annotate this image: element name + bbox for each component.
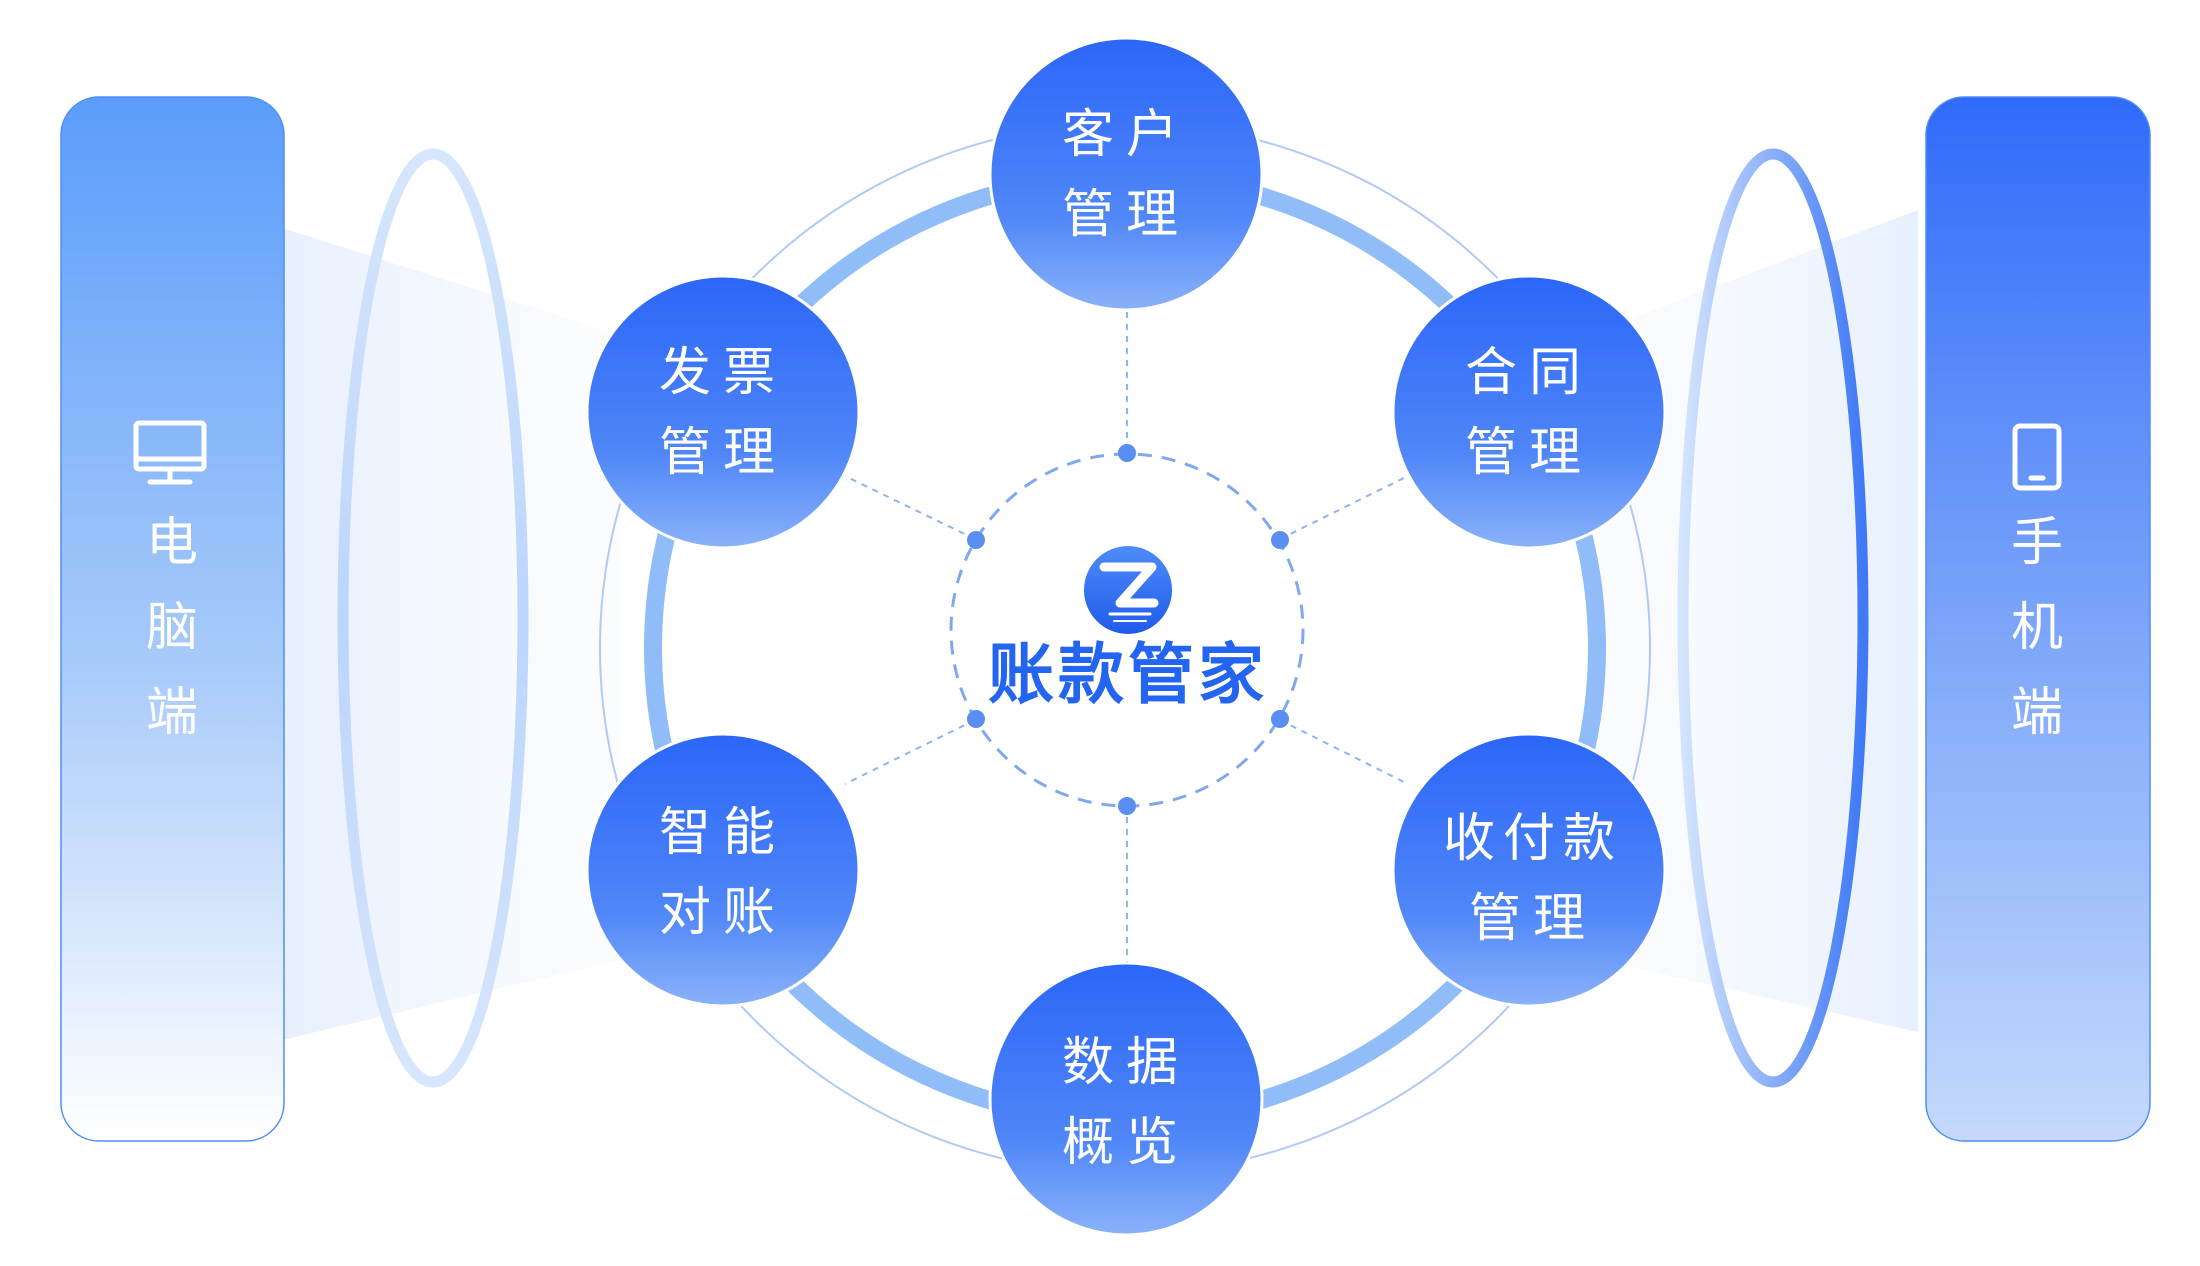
right-beam bbox=[1600, 210, 1918, 1032]
module-contract[interactable]: 合同 管理 bbox=[1391, 274, 1667, 550]
module-reconciliation[interactable]: 智能 对账 bbox=[585, 732, 861, 1008]
left-panel-char-2: 脑 bbox=[146, 598, 198, 658]
module-payment[interactable]: 收付款 管理 bbox=[1391, 732, 1667, 1008]
module-label-line2: 管理 bbox=[1465, 423, 1593, 483]
module-data-overview[interactable]: 数据 概览 bbox=[988, 961, 1264, 1237]
right-panel-char-3: 端 bbox=[2011, 683, 2063, 743]
module-customer[interactable]: 客户 管理 bbox=[988, 36, 1264, 312]
left-ring-ellipse bbox=[337, 148, 529, 1088]
right-panel[interactable] bbox=[1925, 96, 2151, 1142]
module-label-line1: 数据 bbox=[1062, 1033, 1190, 1093]
monitor-icon bbox=[133, 420, 207, 485]
module-label-line1: 智能 bbox=[659, 803, 787, 863]
module-label-line2: 管理 bbox=[659, 423, 787, 483]
module-label-line1: 发票 bbox=[659, 343, 787, 403]
left-panel-char-3: 端 bbox=[146, 683, 198, 743]
phone-icon bbox=[2012, 423, 2062, 491]
connector-lines bbox=[844, 312, 1409, 965]
left-panel-char-1: 电 bbox=[146, 513, 198, 573]
connector-dots bbox=[967, 444, 1289, 815]
left-panel[interactable] bbox=[60, 96, 285, 1142]
module-label-line2: 管理 bbox=[1062, 185, 1190, 245]
right-panel-char-2: 机 bbox=[2011, 598, 2063, 658]
module-label-line2: 管理 bbox=[1469, 889, 1597, 949]
right-ring-ellipse bbox=[1677, 148, 1869, 1088]
zhangkuan-logo-icon bbox=[1084, 546, 1172, 634]
module-label-line2: 概览 bbox=[1062, 1113, 1190, 1173]
module-label-line1: 合同 bbox=[1465, 343, 1593, 403]
module-label-line1: 收付款 bbox=[1443, 809, 1623, 869]
right-panel-char-1: 手 bbox=[2011, 513, 2063, 573]
module-label-line1: 客户 bbox=[1062, 105, 1190, 165]
left-beam bbox=[282, 228, 620, 1040]
module-label-line2: 对账 bbox=[659, 883, 787, 943]
module-invoice[interactable]: 发票 管理 bbox=[585, 274, 861, 550]
center-title: 账款管家 bbox=[988, 636, 1268, 713]
